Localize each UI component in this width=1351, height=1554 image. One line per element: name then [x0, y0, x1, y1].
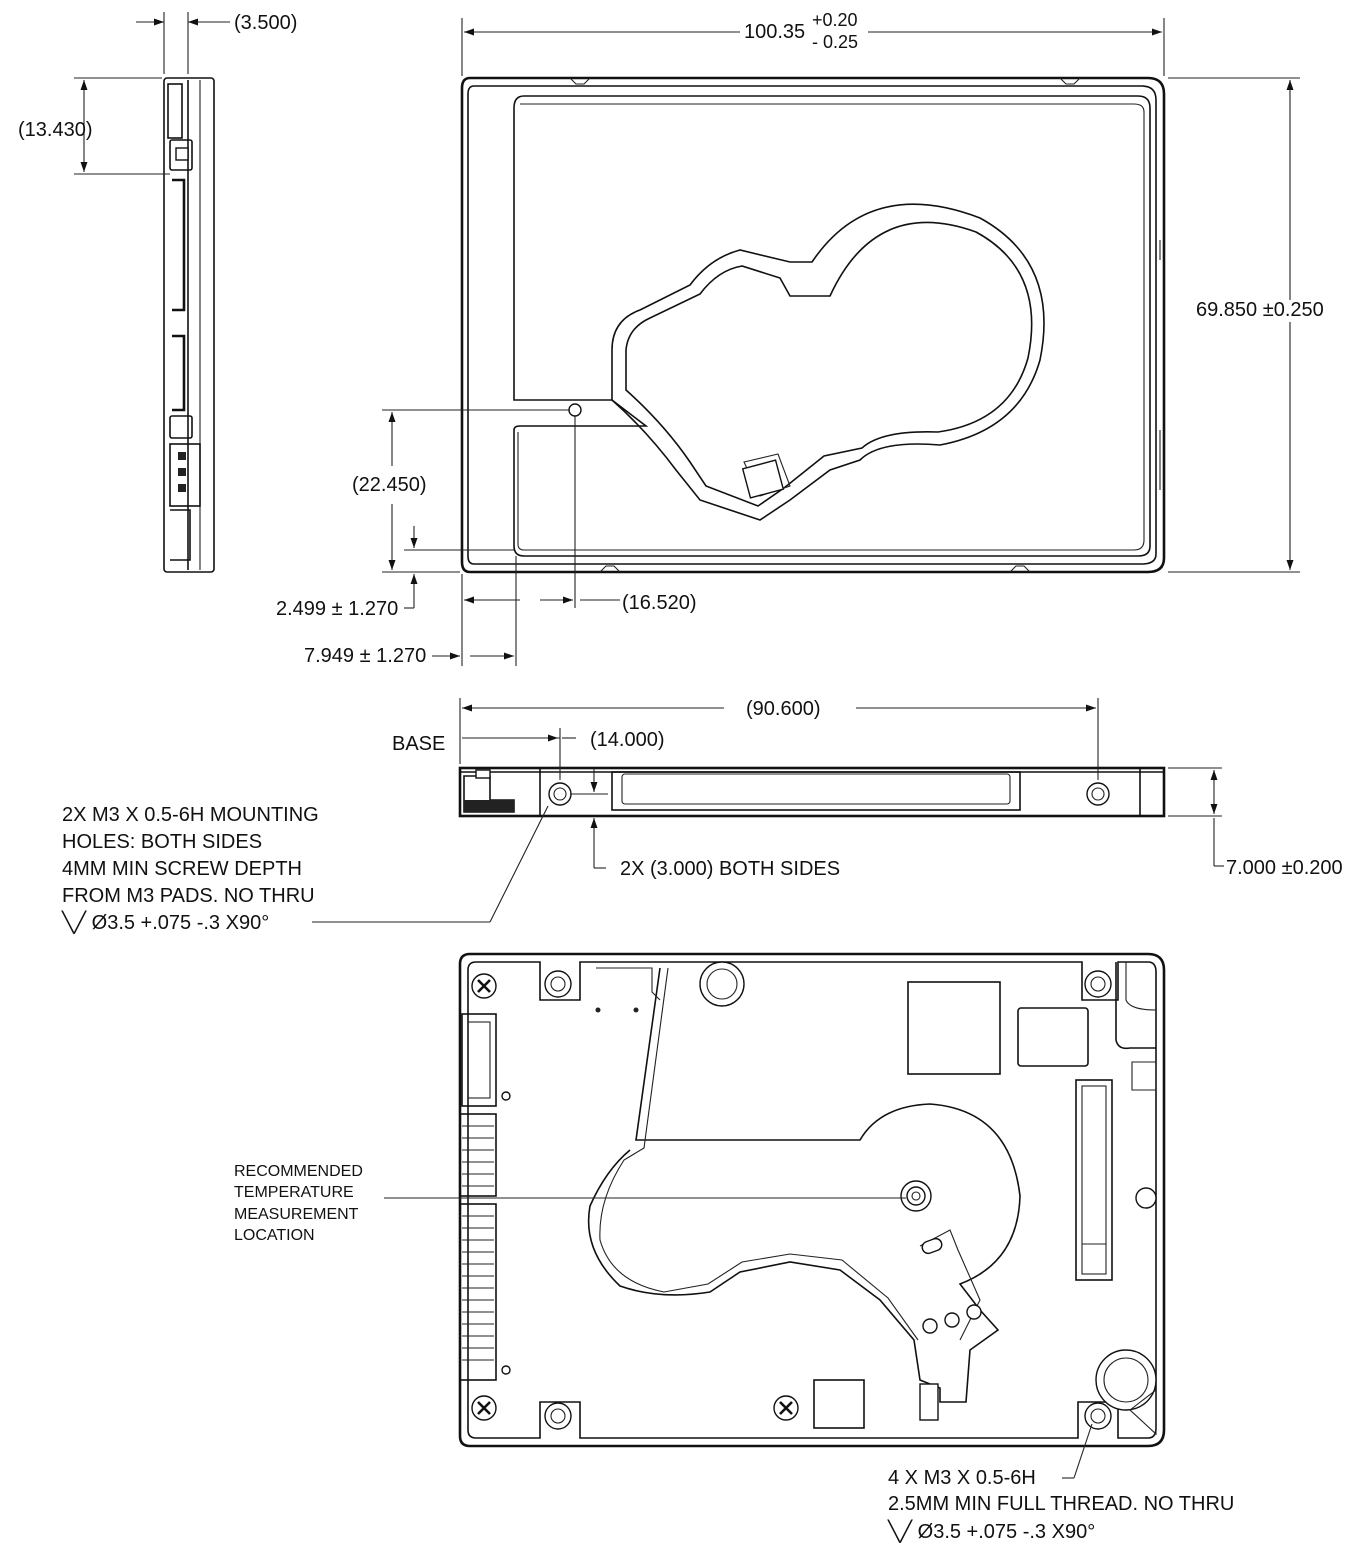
bottom-note-line-3: ╲╱ Ø3.5 +.075 -.3 X90° — [887, 1519, 1095, 1543]
bottom-view: RECOMMENDED TEMPERATURE MEASUREMENT LOCA… — [234, 952, 1234, 1543]
mounting-note-line-3: 4MM MIN SCREW DEPTH — [62, 858, 302, 880]
dim-length-nominal: 100.35 — [744, 21, 805, 43]
bottom-mounting-note: 4 X M3 X 0.5-6H 2.5MM MIN FULL THREAD. N… — [887, 1467, 1234, 1543]
mounting-note-line-2: HOLES: BOTH SIDES — [62, 831, 262, 853]
top-view: 100.35 +0.20 - 0.25 69.850 ±0.250 (22.45… — [276, 10, 1324, 667]
front-mounting-hole-right — [1086, 782, 1110, 806]
dim-length-tol-plus: +0.20 — [812, 10, 858, 30]
side-view-outline — [163, 77, 215, 573]
dim-edge-offset: 2.499 ± 1.270 — [276, 598, 398, 620]
base-label: BASE — [392, 733, 445, 755]
temp-note-line-1: RECOMMENDED — [234, 1163, 363, 1180]
top-view-outline — [460, 76, 1166, 574]
bottom-note-line-2: 2.5MM MIN FULL THREAD. NO THRU — [888, 1493, 1234, 1515]
dim-first-hole: (14.000) — [590, 729, 665, 751]
front-view: (90.600) BASE (14.000) 2X (3.000) BOTH S… — [61, 698, 1343, 934]
dim-hole-height-front: 2X (3.000) BOTH SIDES — [620, 858, 840, 880]
bottom-mounting-hole-2 — [1084, 970, 1112, 998]
temp-note-line-4: LOCATION — [234, 1227, 315, 1244]
dim-hole-height: (22.450) — [352, 474, 427, 496]
temperature-note: RECOMMENDED TEMPERATURE MEASUREMENT LOCA… — [234, 1163, 363, 1244]
bottom-view-outline — [458, 952, 1166, 1448]
bottom-mounting-hole-3 — [544, 1402, 572, 1430]
dim-thickness: 7.000 ±0.200 — [1226, 857, 1343, 879]
dim-connector-offset: (13.430) — [18, 119, 93, 141]
bottom-mounting-hole-1 — [544, 970, 572, 998]
mounting-note: 2X M3 X 0.5-6H MOUNTING HOLES: BOTH SIDE… — [61, 804, 319, 934]
temp-note-line-2: TEMPERATURE — [234, 1184, 354, 1201]
dim-pad-offset: 7.949 ± 1.270 — [304, 645, 426, 667]
front-mounting-hole-left — [548, 782, 572, 806]
side-view: (3.500) (13.430) — [18, 12, 297, 573]
temp-note-line-3: MEASUREMENT — [234, 1206, 359, 1223]
front-view-outline — [458, 766, 1166, 818]
bottom-mounting-hole-4 — [1084, 1402, 1112, 1430]
dim-width: 69.850 ±0.250 — [1196, 299, 1324, 321]
mounting-note-line-4: FROM M3 PADS. NO THRU — [62, 885, 315, 907]
dim-hole-spacing: (90.600) — [746, 698, 821, 720]
bottom-note-line-1: 4 X M3 X 0.5-6H — [888, 1467, 1036, 1489]
dim-length-tol-minus: - 0.25 — [812, 32, 858, 52]
mounting-note-line-1: 2X M3 X 0.5-6H MOUNTING — [62, 804, 319, 826]
dim-hole-x: (16.520) — [622, 592, 697, 614]
dim-thickness-ref: (3.500) — [234, 12, 297, 34]
mounting-note-line-5: ╲╱ Ø3.5 +.075 -.3 X90° — [61, 910, 269, 934]
